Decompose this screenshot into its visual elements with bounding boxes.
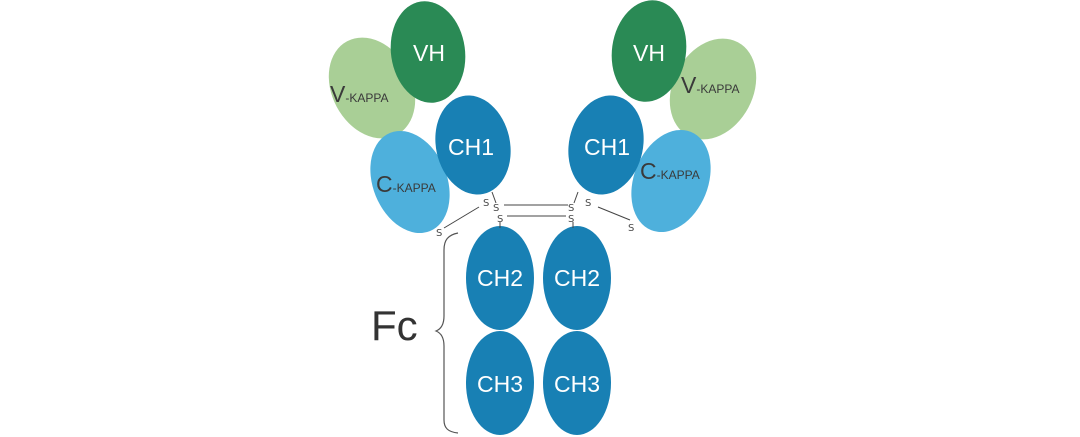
vh-left-domain: [390, 1, 466, 103]
c-kappa-right-sub: -KAPPA: [657, 168, 700, 182]
ch1-right-label: CH1: [584, 134, 630, 160]
sulfur-label: S: [585, 198, 591, 209]
vh-right-domain: [611, 0, 687, 102]
sulfur-label: S: [568, 214, 574, 225]
ch1-bond-left: [491, 191, 497, 204]
v-kappa-left-sub: -KAPPA: [345, 91, 388, 105]
c-kappa-right-label: C-KAPPA: [640, 158, 700, 184]
ch2-right-domain: [543, 226, 611, 330]
sulfur-label: S: [436, 228, 442, 239]
c-kappa-left-main: C: [376, 171, 393, 197]
ch3-left-domain: [466, 331, 534, 435]
sulfur-label: S: [628, 223, 634, 234]
fc-label: Fc: [371, 302, 418, 349]
sulfur-label: S: [483, 198, 489, 209]
ch3-right-domain: [543, 331, 611, 435]
interchain-bond-right: [597, 206, 631, 221]
interchain-bond-left: [443, 206, 480, 229]
v-kappa-right-domain: [669, 38, 757, 140]
ch3-right-label: CH3: [554, 371, 600, 397]
sulfur-label: S: [493, 203, 499, 214]
v-kappa-left-label: V-KAPPA: [330, 81, 388, 107]
ch1-left-label: CH1: [448, 134, 494, 160]
vh-right-label: VH: [633, 40, 665, 66]
c-kappa-left-sub: -KAPPA: [393, 181, 436, 195]
ch2-right-label: CH2: [554, 265, 600, 291]
sulfur-label: S: [497, 214, 503, 225]
v-kappa-right-sub: -KAPPA: [696, 82, 739, 96]
ch1-right-domain: [568, 95, 644, 195]
sulfur-label: S: [568, 203, 574, 214]
ch3-left-label: CH3: [477, 371, 523, 397]
c-kappa-right-domain: [631, 129, 711, 233]
c-kappa-left-label: C-KAPPA: [376, 171, 436, 197]
c-kappa-right-main: C: [640, 158, 657, 184]
v-kappa-right-main: V: [681, 72, 697, 98]
ch2-left-label: CH2: [477, 265, 523, 291]
ch1-bond-right: [573, 191, 579, 204]
ch1-left-domain: [435, 95, 511, 195]
v-kappa-right-label: V-KAPPA: [681, 72, 739, 98]
c-kappa-left-domain: [370, 130, 450, 234]
fc-brace: [434, 232, 459, 434]
vh-left-label: VH: [413, 40, 445, 66]
v-kappa-left-main: V: [330, 81, 346, 107]
ch2-left-domain: [466, 226, 534, 330]
